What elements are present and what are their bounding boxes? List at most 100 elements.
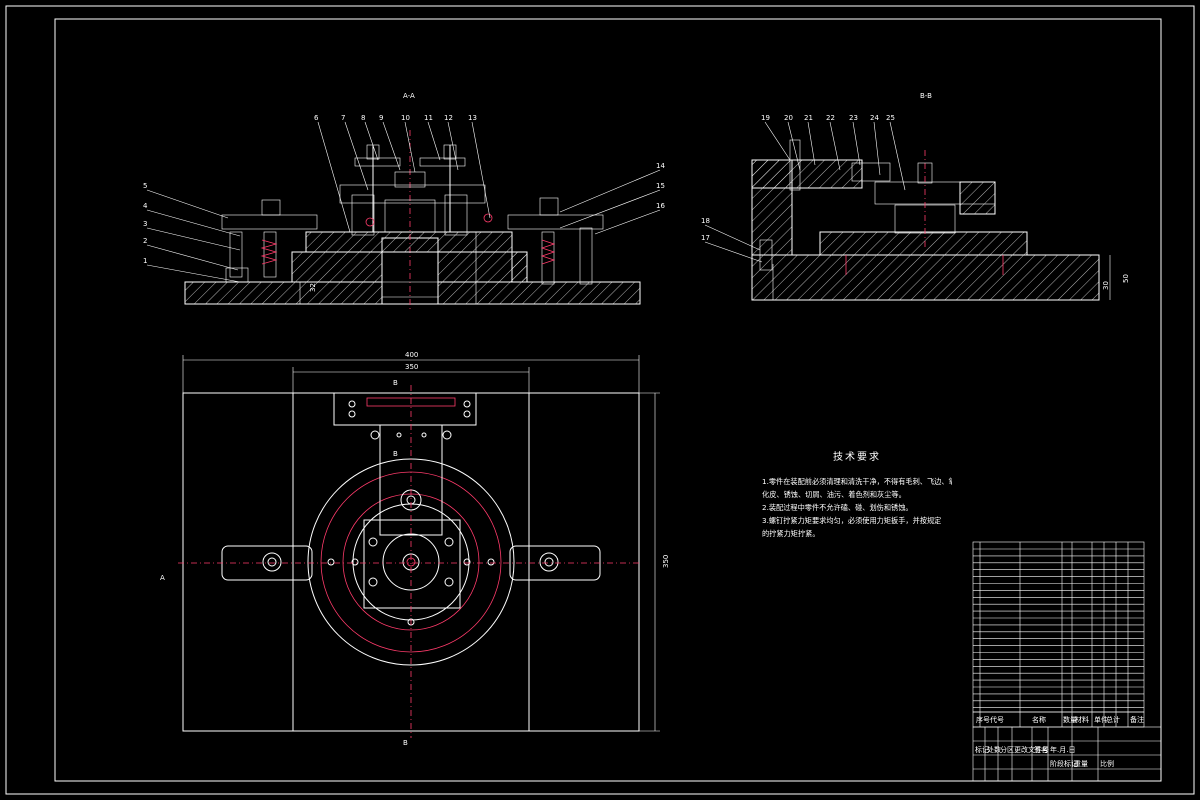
section-aa-label: A-A <box>403 92 415 100</box>
title-block: 序号代号 名称 数量材料单件总计 备注标记处数分区更改文件号签名年.月.日阶段标记重量… <box>972 541 1162 782</box>
part-number-label: 5 <box>143 182 147 190</box>
dim-height-right: 350 <box>662 555 670 568</box>
part-number-label: 7 <box>341 114 345 122</box>
leader-line <box>852 121 861 166</box>
tech-line: 3.螺钉拧紧力矩要求均匀，必须使用力矩扳手，并按规定 <box>762 516 942 525</box>
parts-list-header-label: 总计 <box>1106 715 1120 724</box>
aa-upper-plate <box>305 231 513 253</box>
part-number-label: 12 <box>444 114 453 122</box>
leader-line <box>704 241 763 263</box>
leader-line <box>146 244 239 271</box>
part-number-label: 6 <box>314 114 319 122</box>
part-number-label: 1 <box>143 257 147 265</box>
leader-line <box>787 121 801 171</box>
part-number-label: 18 <box>701 217 710 225</box>
parts-list-header-label: 名称 <box>1032 715 1046 724</box>
view-mark-a: A <box>160 574 165 582</box>
parts-list-header-label: 数量 <box>1063 715 1077 724</box>
leader-line <box>447 121 459 171</box>
title-block-label: 重量 <box>1074 760 1088 768</box>
tech-line: 化皮、锈蚀、切屑、油污、着色剂和灰尘等。 <box>762 490 906 499</box>
leader-line <box>146 227 241 251</box>
title-block-label: 更改文件号 <box>1014 745 1049 754</box>
tech-line: 的拧紧力矩拧紧。 <box>762 529 820 538</box>
part-number-label: 22 <box>826 114 835 122</box>
parts-list-header-label: 材料 <box>1075 715 1089 724</box>
leader-line <box>404 121 416 173</box>
title-block-label: 年.月.日 <box>1050 745 1075 754</box>
title-block-label: 比例 <box>1100 759 1114 768</box>
part-number-label: 24 <box>870 114 879 122</box>
leader-line <box>146 209 241 237</box>
tech-line: 2.装配过程中零件不允许磕、碰、划伤和锈蚀。 <box>762 503 913 512</box>
title-block-label: 标记 <box>975 745 989 754</box>
part-number-label: 21 <box>804 114 813 122</box>
leader-line <box>146 189 229 219</box>
parts-list-header-label: 备注 <box>1130 715 1144 724</box>
parts-list-header-label: 代号 <box>990 715 1004 724</box>
leader-line <box>704 224 761 251</box>
bb-dim-height: 30 <box>1102 281 1110 290</box>
leader-line <box>594 209 661 235</box>
part-number-label: 13 <box>468 114 477 122</box>
bb-dim-height-outer: 50 <box>1122 274 1130 283</box>
aa-left-lever <box>221 214 318 230</box>
leader-line <box>471 121 491 219</box>
bb-base-plate <box>751 254 1100 301</box>
part-number-label: 9 <box>379 114 383 122</box>
view-mark-b-bottom: B <box>403 739 408 747</box>
title-block-label: 阶段标记 <box>1050 759 1078 768</box>
view-mark-b-top: B <box>393 379 398 387</box>
view-mark-b-mid: B <box>393 450 398 458</box>
leader-line <box>382 121 401 171</box>
part-number-label: 15 <box>656 182 665 190</box>
dim-width-top: 400 <box>405 351 418 359</box>
part-number-label: 20 <box>784 114 793 122</box>
parts-list-header-label: 序号 <box>976 715 990 724</box>
bb-part-callouts: 19202122232425181726 <box>701 114 906 263</box>
leader-line <box>427 121 441 161</box>
bb-upper-plate <box>819 231 1028 256</box>
section-aa-view: A-A <box>143 92 665 310</box>
part-number-label: 16 <box>656 202 665 210</box>
title-block-label: 分区 <box>1000 745 1014 754</box>
title-block-label: 签名 <box>1034 745 1048 754</box>
outer-border <box>5 5 1195 795</box>
part-number-label: 25 <box>886 114 895 122</box>
leader-line <box>829 121 841 171</box>
inner-border <box>54 18 1162 782</box>
part-number-label: 10 <box>401 114 410 122</box>
leader-line <box>146 264 241 283</box>
part-number-label: 17 <box>701 234 710 242</box>
aa-dim-height: 32 <box>309 283 317 292</box>
part-number-label: 3 <box>143 220 147 228</box>
part-number-label: 4 <box>143 202 148 210</box>
tech-line: 1.零件在装配前必须清理和清洗干净，不得有毛刺、飞边、氧 <box>762 477 952 486</box>
leader-line <box>889 121 906 191</box>
leader-line <box>317 121 351 233</box>
parts-list-header-label: 单件 <box>1094 715 1108 724</box>
part-number-label: 2 <box>143 237 147 245</box>
section-bb-view: B-B 30 50 19202122232425181726 <box>701 92 1130 301</box>
part-number-label: 23 <box>849 114 858 122</box>
part-number-label: 11 <box>424 114 433 122</box>
part-number-label: 14 <box>656 162 665 170</box>
dim-width-inner: 350 <box>405 363 418 371</box>
part-number-label: 8 <box>361 114 365 122</box>
section-bb-label: B-B <box>920 92 932 100</box>
technical-requirements: 技术要求 1.零件在装配前必须清理和清洗干净，不得有毛刺、飞边、氧 化皮、锈蚀、… <box>762 448 952 540</box>
leader-line <box>559 169 661 213</box>
leader-line <box>559 189 661 229</box>
aa-clamp-block <box>339 184 486 204</box>
leader-line <box>873 121 881 176</box>
plan-view: 400 350 350 <box>160 351 670 747</box>
leader-line <box>364 121 379 161</box>
leader-line <box>807 121 816 166</box>
leader-line <box>344 121 369 191</box>
leader-line <box>764 121 791 161</box>
tech-requirements-title: 技术要求 <box>833 452 881 463</box>
title-block-label: 处数 <box>987 745 1001 754</box>
part-number-label: 19 <box>761 114 770 122</box>
